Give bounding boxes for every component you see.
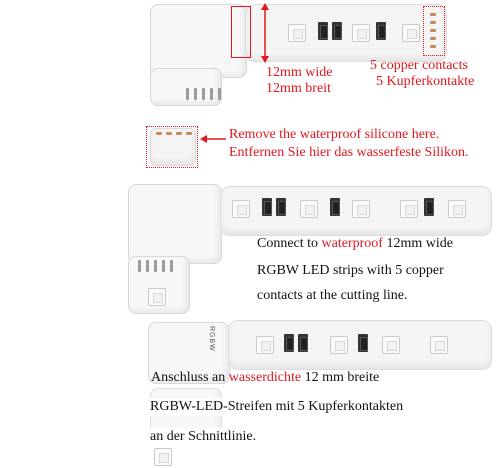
connector-mid <box>128 184 222 264</box>
connect-de-waterproof: wasserdichte <box>228 370 302 385</box>
led <box>300 200 318 218</box>
copper-label-en: 5 copper contacts <box>370 58 468 73</box>
resistor-chip <box>424 198 434 216</box>
connect-en-line1: Connect to waterproof 12mm wide <box>257 235 453 253</box>
connect-de-post: 12 mm breite <box>301 370 380 385</box>
resistor-chip <box>376 22 386 40</box>
connect-de-line1: Anschluss an wasserdichte 12 mm breite <box>151 369 379 387</box>
led <box>430 336 448 354</box>
width-label-de: 12mm breit <box>266 81 331 96</box>
resistor-chip <box>284 334 294 352</box>
pointer-arrow <box>200 135 226 143</box>
led <box>382 336 400 354</box>
led <box>448 200 466 218</box>
resistor-chip <box>330 198 340 216</box>
resistor-chip <box>318 22 328 40</box>
resistor-chip <box>298 334 308 352</box>
width-label-en: 12mm wide <box>266 65 333 80</box>
top-section: 12mm wide 12mm breit 5 copper contacts 5… <box>0 0 500 120</box>
connect-de-line3: an der Schnittlinie. <box>150 428 261 446</box>
silicone-section: Remove the waterproof silicone here. Ent… <box>0 118 500 178</box>
led <box>330 336 348 354</box>
connector-top-pins <box>186 88 226 118</box>
resistor-chip <box>262 198 272 216</box>
led <box>400 200 418 218</box>
led <box>148 288 166 306</box>
resistor-chip <box>276 198 286 216</box>
resistor-chip <box>332 22 342 40</box>
led <box>256 336 274 354</box>
connect-de-pre: Anschluss an <box>151 370 229 385</box>
led <box>352 24 370 42</box>
english-section: Connect to waterproof 12mm wide RGBW LED… <box>0 180 500 315</box>
copper-label-de: 5 Kupferkontakte <box>376 74 475 89</box>
connect-en-line2: RGBW LED strips with 5 copper <box>257 263 444 278</box>
resistor-chip <box>358 334 368 352</box>
silicone-highlight-box <box>146 126 198 168</box>
german-section: RGBW Anschluss an wasserdichte 12 mm bre… <box>0 318 500 468</box>
connector-mid-pins <box>138 260 178 276</box>
connector-bottom-marks: RGBW <box>208 326 215 352</box>
led <box>352 200 370 218</box>
connect-en-pre: Connect to <box>257 236 322 251</box>
led <box>232 200 250 218</box>
connector-bottom <box>148 322 230 384</box>
remove-label-de: Entfernen Sie hier das wasserfeste Silik… <box>229 145 469 160</box>
width-marker-box <box>231 6 251 58</box>
connect-en-line3: contacts at the cutting line. <box>257 288 408 303</box>
connector-top <box>150 4 247 78</box>
remove-label-en: Remove the waterproof silicone here. <box>229 127 440 142</box>
led <box>154 448 172 466</box>
width-arrow <box>261 3 269 63</box>
connect-en-post: 12mm wide <box>382 236 453 251</box>
led <box>288 24 306 42</box>
connect-de-line2: RGBW-LED-Streifen mit 5 Kupferkontakten <box>150 398 408 416</box>
led <box>402 24 420 42</box>
copper-contacts-highlight <box>423 6 445 56</box>
connect-en-waterproof: waterproof <box>321 236 383 251</box>
